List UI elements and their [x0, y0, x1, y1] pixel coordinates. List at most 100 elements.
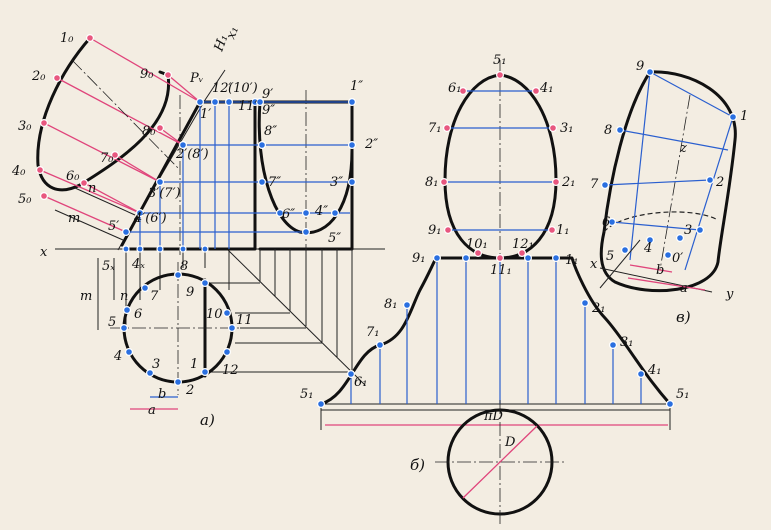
dev-label-9-1: 9₁	[412, 251, 425, 266]
dev-label-7-1: 7₁	[366, 325, 379, 340]
iso-label-a: a	[680, 281, 688, 296]
iso-label-z: z	[679, 141, 687, 156]
development-curve	[319, 256, 672, 406]
label-2-prime: 2′(8′)	[175, 147, 209, 162]
label-8-dprime: 8″	[264, 124, 277, 139]
iso-dim-a	[627, 277, 706, 291]
iso-dim-b	[629, 264, 673, 273]
caption-b: б)	[410, 456, 425, 474]
development-generators	[350, 258, 642, 404]
label-top-9: 9	[186, 285, 194, 300]
label-5x: 5ₓ	[102, 259, 115, 274]
caption-a: а)	[200, 411, 215, 429]
label-10-prime: (10′)	[228, 81, 258, 96]
label-top-10: 10	[206, 307, 223, 322]
label-5-dprime: 5″	[328, 231, 341, 246]
label-4-prime: 4′(6′)	[133, 211, 167, 226]
label-top-3: 3	[152, 357, 160, 372]
label-x1: x₁	[224, 24, 242, 41]
label-1-prime: 1′	[200, 107, 211, 122]
dev-label-1-1: 1₁	[565, 253, 578, 268]
iso-label-6: 6	[602, 215, 610, 230]
iso-label-1: 1	[740, 109, 748, 124]
points-b	[317, 70, 674, 409]
dim-m-slanted	[54, 209, 124, 241]
label-11-prime: 11′	[238, 99, 258, 114]
label-9-0: 9₀	[140, 67, 154, 82]
dev-label-8-1: 8₁	[384, 297, 397, 312]
label-8-1: 8₁	[425, 175, 438, 190]
iso-label-7: 7	[590, 177, 599, 192]
dev-label-5-1-left: 5₁	[300, 387, 313, 402]
iso-label-x: x	[590, 257, 598, 272]
label-top-1: 1	[190, 357, 198, 372]
iso-label-8: 8	[604, 123, 612, 138]
label-top-7: 7	[150, 289, 159, 304]
label-a: a	[148, 403, 156, 418]
label-axis-x: x	[40, 245, 48, 260]
label-4-1: 4₁	[539, 81, 553, 96]
label-top-4: 4	[113, 349, 122, 364]
label-top-6: 6	[134, 307, 142, 322]
label-2-0: 2₀	[31, 69, 46, 84]
diameter-dim-line	[462, 425, 538, 499]
dev-label-6-1: 6₁	[354, 375, 367, 390]
label-2-dprime: 2″	[364, 137, 378, 152]
label-2-1: 2₁	[561, 175, 575, 190]
label-h1: H₁	[211, 33, 231, 55]
natural-size-section-curve	[36, 36, 171, 192]
construction-45-line	[227, 249, 366, 386]
label-4x: 4ₓ	[131, 257, 145, 272]
label-pv: Pᵥ	[189, 71, 204, 86]
label-3-prime: 3′(7′)	[148, 186, 181, 201]
label-12-prime: 12′	[212, 81, 232, 96]
figure-a: 1₀ 2₀ 3₀ 4₀ 5₀ 6₀ 7₀ 8₀ 9₀ 1′ 2′(8′) 3′(…	[11, 24, 385, 429]
label-top-5: 5	[108, 315, 116, 330]
label-m-top: m	[80, 289, 92, 304]
iso-label-3: 3	[684, 223, 692, 238]
label-5-1: 5₁	[493, 53, 506, 68]
side-top-transfer-lines	[207, 249, 353, 373]
label-n-top: n	[120, 289, 128, 304]
label-5-0: 5₀	[18, 192, 32, 207]
label-11-1: 11₁	[490, 263, 512, 278]
true-size-projection-lines	[39, 37, 201, 233]
iso-label-4: 4	[643, 241, 652, 256]
label-1-1: 1₁	[556, 223, 569, 238]
label-10-1: 10₁	[466, 237, 488, 252]
label-7-dprime: 7″	[268, 175, 281, 190]
label-7-0: 7₀	[100, 151, 114, 166]
label-3-1: 3₁	[560, 121, 573, 136]
label-6-0: 6₀	[66, 169, 80, 184]
dev-label-3-1: 3₁	[620, 335, 633, 350]
label-n-side: n	[88, 181, 96, 196]
label-3-dprime: 3″	[330, 175, 343, 190]
label-6-dprime: 6″	[282, 207, 295, 222]
isometric-chords	[604, 71, 734, 271]
section-axis	[71, 59, 181, 171]
figure-c: 9 1 8 2 7 6 5 4 3 0′ z x y b a в)	[590, 59, 748, 326]
label-12-1: 12₁	[512, 237, 534, 252]
label-1-0: 1₀	[60, 31, 74, 46]
label-b: b	[158, 387, 166, 402]
label-4-dprime: 4″	[314, 204, 328, 219]
label-top-8: 8	[180, 259, 188, 274]
label-top-11: 11	[236, 313, 253, 328]
label-pi-d: πD	[483, 409, 504, 424]
points-c	[600, 67, 737, 260]
label-9-prime: 9′	[262, 87, 273, 102]
points-a	[35, 33, 357, 387]
iso-label-y: y	[725, 287, 734, 302]
projection-lines-front	[126, 101, 352, 249]
dev-label-5-1-right: 5₁	[676, 387, 689, 402]
label-5-prime: 5′	[108, 219, 119, 234]
label-d: D	[504, 435, 516, 450]
label-9-1: 9₁	[428, 223, 441, 238]
plane-trace-ext	[204, 69, 226, 101]
dim-n-slanted	[74, 187, 136, 216]
label-1-dprime: 1″	[350, 79, 363, 94]
dev-label-4-1: 4₁	[647, 363, 661, 378]
iso-label-5: 5	[606, 249, 614, 264]
label-top-2: 2	[185, 383, 194, 398]
